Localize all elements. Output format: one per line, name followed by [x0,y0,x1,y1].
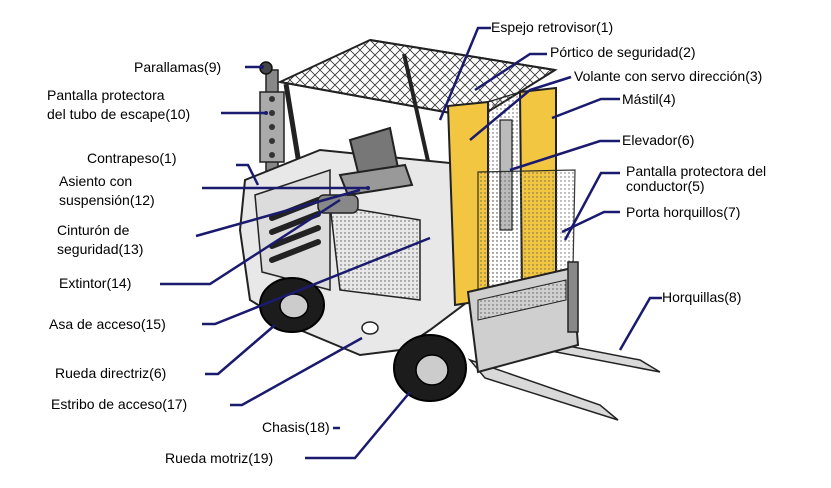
label-parallamas: Parallamas(9) [134,59,222,75]
label-rueda-directriz: Rueda directriz(6) [55,365,167,381]
label-pantalla-conductor-line1: Pantalla protectora del [626,163,767,179]
exhaust-pipe [259,61,285,176]
label-cinturon-line1: Cinturón de [57,222,130,238]
label-cinturon-seguridad: Cinturón de seguridad(13) [57,221,143,259]
label-portico-seguridad: Pórtico de seguridad(2) [550,44,696,60]
label-espejo-retrovisor: Espejo retrovisor(1) [491,19,614,35]
label-cinturon-line2: seguridad(13) [57,241,144,257]
label-estribo-acceso: Estribo de acceso(17) [51,396,188,412]
label-pantalla-escape: Pantalla protectora del tubo de escape(1… [47,86,190,124]
fork-carriage [466,261,580,374]
front-wheel [393,334,467,402]
leader-end-markers [260,65,370,190]
label-pantalla-conductor: Pantalla protectora del conductor(5) [626,164,766,194]
label-mastil: Mástil(4) [622,91,676,107]
label-pantalla-escape-line2: del tubo de escape(10) [47,106,191,122]
label-asa-acceso: Asa de acceso(15) [49,316,166,332]
label-volante-servo: Volante con servo dirección(3) [574,68,763,84]
label-pantalla-conductor-line2: conductor(5) [626,178,705,194]
label-contrapeso: Contrapeso(1) [87,150,177,166]
label-porta-horquillos: Porta horquillos(7) [626,204,741,220]
label-horquillas: Horquillas(8) [662,289,742,305]
label-asiento-suspension: Asiento con suspensión(12) [59,172,155,210]
label-elevador: Elevador(6) [622,132,695,148]
label-rueda-motriz: Rueda motriz(19) [165,450,274,466]
leader-lines [160,26,662,460]
label-asiento-line1: Asiento con [59,173,133,189]
label-extintor: Extintor(14) [59,275,132,291]
label-asiento-line2: suspensión(12) [59,192,155,208]
rear-wheel [259,277,325,333]
label-pantalla-escape-line1: Pantalla protectora [47,87,165,103]
label-chasis: Chasis(18) [262,419,330,435]
